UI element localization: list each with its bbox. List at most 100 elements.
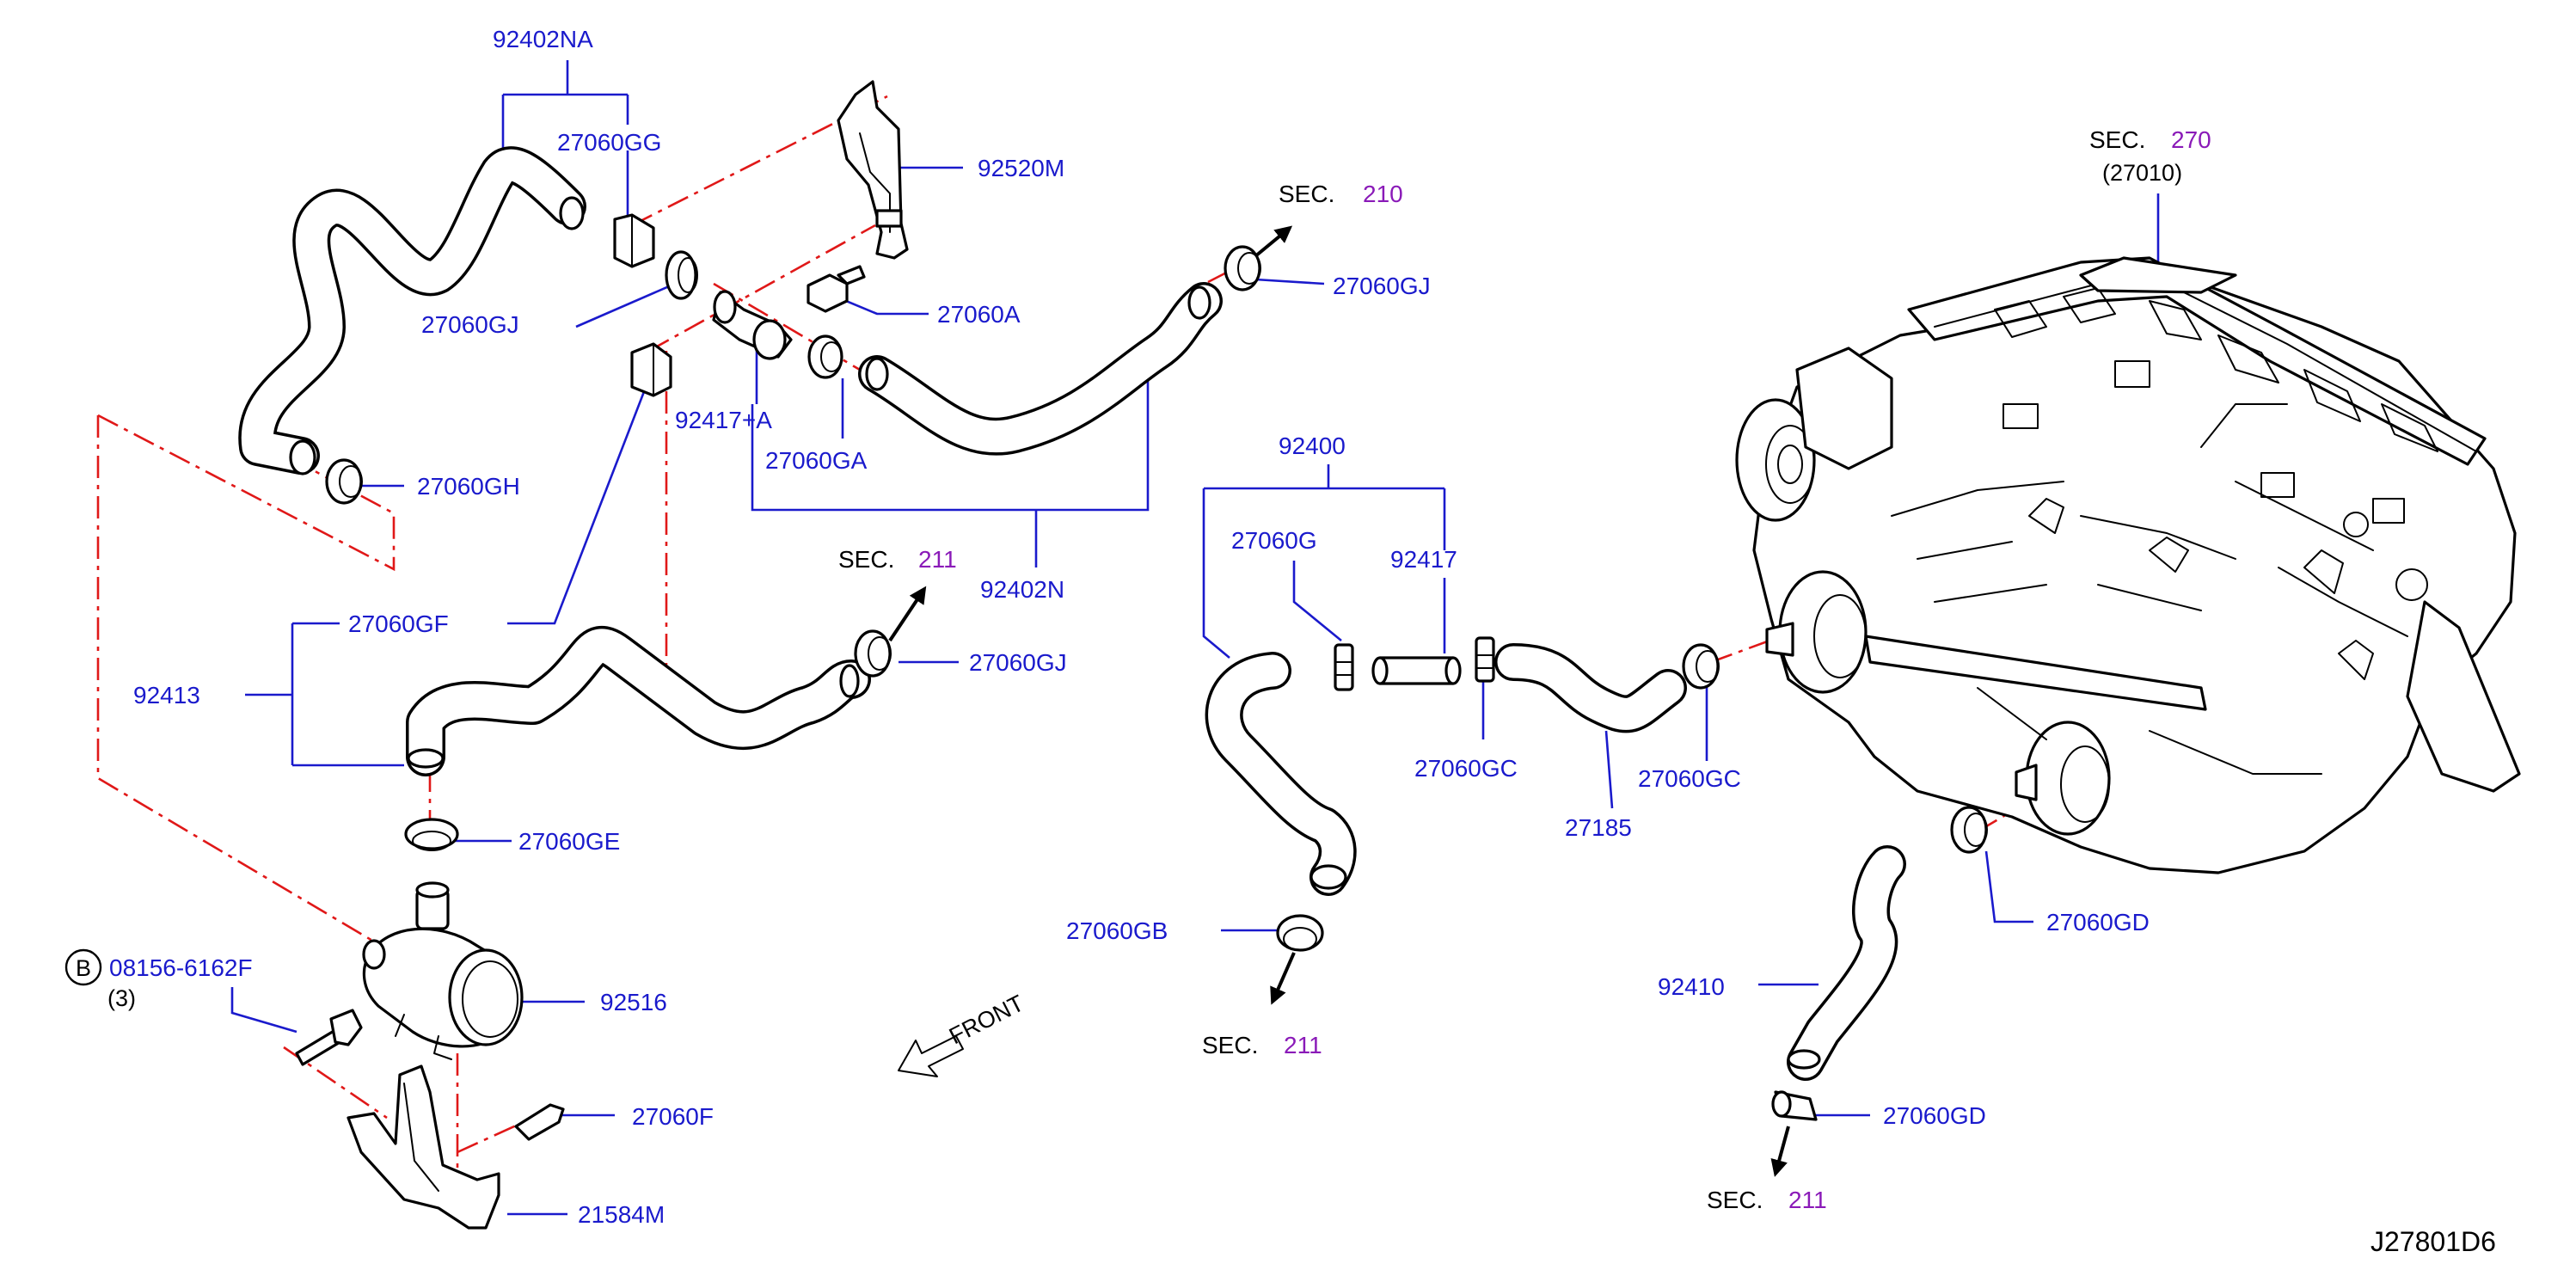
- phantom-line: [1977, 789, 2047, 833]
- leader-27060GJ-a: [575, 282, 676, 328]
- hose-end: [559, 196, 585, 230]
- leader-27060GA: [821, 372, 844, 439]
- label-27060A: 27060A: [937, 301, 1021, 328]
- front-label: FRONT: [945, 990, 1027, 1049]
- sec-211-c-number: 211: [1788, 1187, 1827, 1213]
- clamp-27060GJ-a: [665, 250, 698, 300]
- clamp-27060GC-b: [1682, 643, 1720, 690]
- label-92402N: 92402N: [980, 576, 1064, 603]
- part-labels: 92402NA 27060GG 92520M 27060GJ 27060A 27…: [133, 26, 2150, 1228]
- section-arrows: [888, 225, 1790, 1177]
- label-27060GD-b: 27060GD: [1883, 1102, 1986, 1129]
- bracket-21584M: [347, 1064, 500, 1230]
- bolt-part-number: 08156-6162F: [109, 954, 253, 981]
- label-27060GJ-a: 27060GJ: [421, 311, 519, 338]
- hoses: [238, 146, 1906, 1081]
- bolt-quantity: (3): [107, 985, 136, 1011]
- clip-27060F: [514, 1103, 565, 1141]
- clamp-27060GF-top: [630, 342, 672, 397]
- label-27185: 27185: [1565, 814, 1632, 841]
- hose-92402NA: [238, 146, 586, 475]
- label-27060GB: 27060GB: [1066, 917, 1168, 944]
- phantom-lines: [96, 95, 2047, 1187]
- label-27060GJ-c: 27060GJ: [969, 649, 1067, 676]
- label-27060GF: 27060GF: [348, 610, 449, 637]
- brackets: [347, 80, 909, 1230]
- label-27060GG: 27060GG: [557, 129, 661, 156]
- hose-end: [1787, 1049, 1821, 1070]
- clamp-27060GJ-c: [854, 629, 892, 678]
- clamp-27060GA: [807, 334, 843, 379]
- leader-lines: [230, 60, 2160, 1216]
- label-27060GC-b: 27060GC: [1638, 765, 1741, 792]
- leader-27060GF: [507, 377, 651, 625]
- arrow-sec-210: [1254, 225, 1293, 258]
- leader-92413: [245, 622, 404, 767]
- clamp-27060GD-a: [1950, 806, 1988, 854]
- clamp-27060GB: [1276, 914, 1324, 952]
- phantom-line: [97, 414, 396, 572]
- hose-end: [1187, 285, 1211, 320]
- clamp-27060GG: [613, 213, 655, 268]
- label-92413: 92413: [133, 682, 200, 709]
- section-refs: SEC. 210 SEC. 211 SEC. 211 SEC. 211 SEC.…: [838, 126, 2211, 1213]
- leader-92400: [1202, 464, 1446, 659]
- label-92516: 92516: [600, 989, 667, 1015]
- sec-211-a-word: SEC.: [838, 546, 894, 573]
- hose-end: [289, 439, 316, 475]
- hvac-unit: [1735, 256, 2521, 874]
- phantom-line: [631, 95, 888, 227]
- hose-end: [865, 357, 889, 391]
- label-27060GJ-b: 27060GJ: [1333, 273, 1431, 299]
- sec-211-b-number: 211: [1284, 1032, 1322, 1058]
- hose-end: [407, 748, 445, 769]
- sec-210-number: 210: [1363, 181, 1403, 207]
- bolt-27060A: [807, 265, 866, 313]
- clamp-27060GD-b: [1771, 1090, 1818, 1121]
- connector-92417: [1371, 656, 1462, 685]
- leader-bolt: [230, 987, 297, 1034]
- bolt-symbol-circle: [64, 948, 102, 986]
- bolt-symbol: B: [76, 955, 91, 981]
- phantom-line: [1710, 632, 1789, 664]
- connector-27060GC-a: [1475, 636, 1495, 683]
- leader-27185: [1604, 730, 1614, 809]
- phantom-line: [648, 224, 876, 353]
- leader-92402NA: [501, 60, 629, 168]
- label-27060G: 27060G: [1231, 527, 1317, 554]
- connector-27060G: [1334, 643, 1354, 691]
- phantom-line: [1207, 265, 1239, 284]
- bolt-08156-6162F: [295, 1009, 363, 1066]
- bolt-callout: B 08156-6162F (3): [64, 948, 253, 1011]
- label-27060GH: 27060GH: [417, 473, 520, 500]
- unit-part-ref: (27010): [2102, 160, 2182, 186]
- leader-27060G: [1292, 561, 1342, 642]
- bracket-92520M: [837, 80, 909, 260]
- leader-27060GJ-b: [1254, 278, 1325, 285]
- phantom-line: [457, 1116, 534, 1154]
- label-27060GC-a: 27060GC: [1414, 755, 1518, 782]
- leader-92402N: [751, 370, 1150, 567]
- diagram-code: J27801D6: [2371, 1226, 2496, 1257]
- front-indicator: FRONT: [898, 990, 1028, 1077]
- label-92417: 92417: [1390, 546, 1457, 573]
- label-92410: 92410: [1658, 973, 1725, 1000]
- pump-92516: [362, 881, 524, 1060]
- label-21584M: 21584M: [578, 1201, 665, 1228]
- sec-270-number: 270: [2171, 126, 2211, 153]
- label-27060GE: 27060GE: [518, 828, 620, 855]
- leader-27060GD-a: [1984, 850, 2033, 923]
- hose-end: [1309, 864, 1347, 890]
- label-92402NA: 92402NA: [493, 26, 593, 52]
- label-92417A: 92417+A: [675, 407, 772, 433]
- label-27060GD-a: 27060GD: [2046, 909, 2150, 936]
- hose-end: [839, 664, 860, 698]
- sec-211-b-word: SEC.: [1202, 1032, 1258, 1058]
- sec-210-word: SEC.: [1279, 181, 1334, 207]
- clamp-27060GE: [404, 818, 459, 851]
- connector-92417A: [712, 290, 793, 360]
- clamp-27060GH: [325, 458, 363, 505]
- arrow-sec-211-a: [888, 586, 927, 642]
- arrow-sec-211-c: [1770, 1126, 1790, 1177]
